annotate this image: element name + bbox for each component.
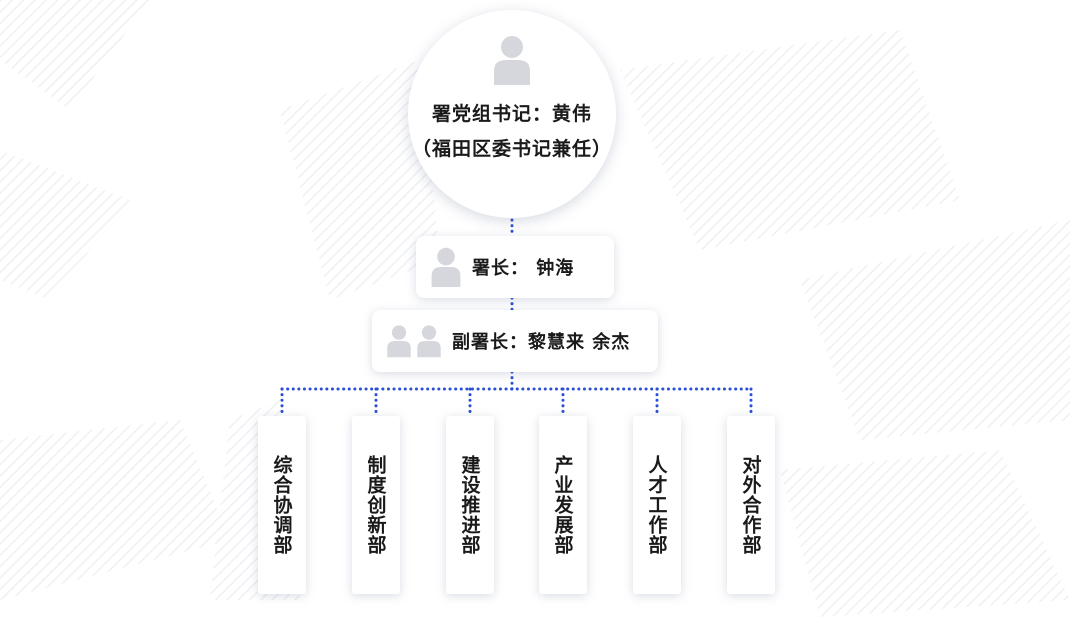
- dept-node: 产业发展部: [539, 416, 587, 594]
- dept-label: 综合协调部: [270, 455, 293, 555]
- dept-node: 制度创新部: [352, 416, 400, 594]
- dept-node: 人才工作部: [633, 416, 681, 594]
- dept-label: 产业发展部: [551, 455, 574, 555]
- person-icon: [494, 36, 530, 85]
- secretary-note: （福田区委书记兼任）: [411, 138, 612, 160]
- dept-label: 对外合作部: [739, 455, 762, 555]
- director-node: 署长： 钟海: [416, 236, 614, 298]
- dept-node: 对外合作部: [727, 416, 775, 594]
- director-label: 署长： 钟海: [472, 258, 575, 279]
- deputy-label: 副署长：黎慧来 余杰: [452, 332, 631, 353]
- person-icon: [431, 247, 461, 287]
- person-icon: [417, 325, 441, 358]
- dept-node: 建设推进部: [446, 416, 494, 594]
- secretary-node: 署党组书记：黄伟 （福田区委书记兼任）: [408, 10, 616, 218]
- dept-node: 综合协调部: [258, 416, 306, 594]
- secretary-title: 署党组书记：黄伟: [431, 103, 592, 125]
- person-icon: [387, 325, 411, 358]
- dept-label: 建设推进部: [458, 455, 481, 555]
- dept-label: 制度创新部: [364, 455, 387, 555]
- deputy-node: 副署长：黎慧来 余杰: [372, 310, 658, 372]
- dept-label: 人才工作部: [645, 455, 668, 555]
